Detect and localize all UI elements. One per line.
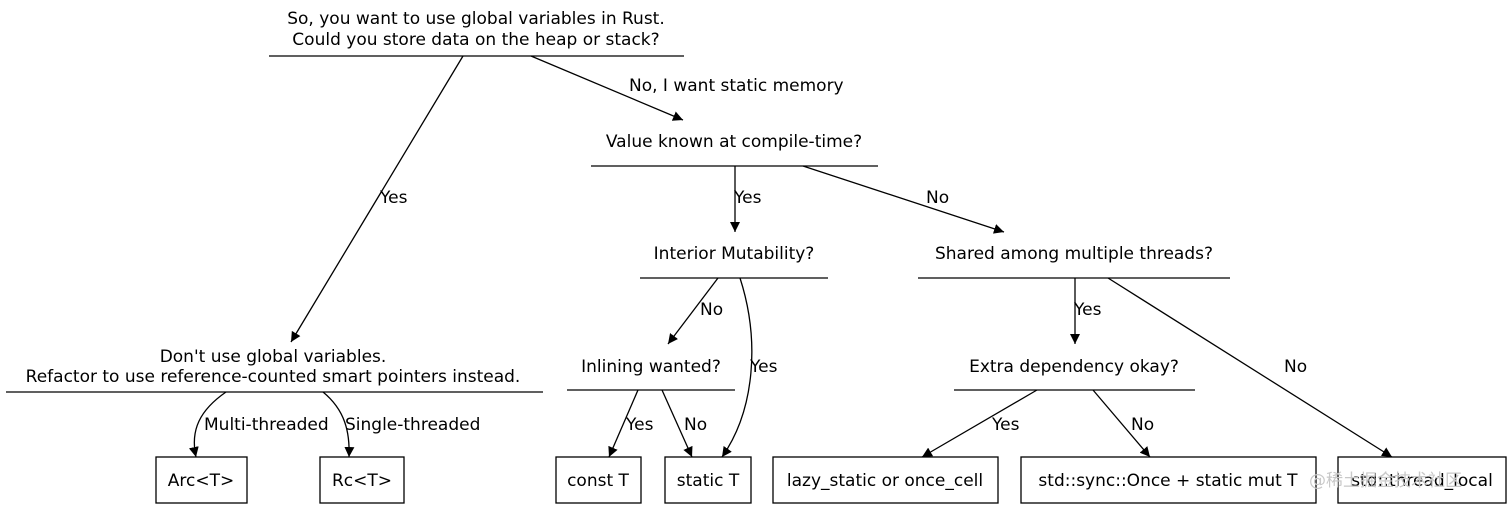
node-shared: Shared among multiple threads? [918,244,1230,279]
node-refactor-line2: Refactor to use reference-counted smart … [26,367,521,387]
edge-extra-to-once [1092,389,1151,458]
node-refactor: Don't use global variables. Refactor to … [6,347,543,393]
edge-label-inline-no: No [684,415,707,435]
edge-label-compile-yes: Yes [733,188,762,208]
leaf-rc: Rc<T> [319,456,405,504]
edge-label-inline-yes: Yes [625,415,654,435]
leaf-const-t-text: const T [567,471,629,491]
edge-label-interior-no: No [700,300,723,320]
edge-interior-to-static [721,277,753,458]
edge-root-to-compile-time [530,55,684,121]
leaf-lazy-box [772,456,999,504]
node-inlining-text: Inlining wanted? [581,357,721,377]
node-extra-dep-text: Extra dependency okay? [969,357,1179,377]
leaf-thread-local-box [1337,456,1507,504]
edge-label-shared-yes: Yes [1073,300,1102,320]
leaf-rc-box [319,456,405,504]
edge-labels: Yes No, I want static memory Yes No No Y… [204,76,1307,435]
leaf-static-t-text: static T [677,471,740,491]
edge-label-root-no: No, I want static memory [629,76,844,96]
leaf-rc-text: Rc<T> [332,471,392,491]
edge-extra-to-lazy [921,389,1038,458]
edge-refactor-to-arc [188,391,227,458]
edge-label-shared-no: No [1284,357,1307,377]
edge-label-dep-yes: Yes [991,415,1020,435]
node-compile-time-text: Value known at compile-time? [606,132,862,152]
node-inlining: Inlining wanted? [567,357,735,391]
leaf-arc-text: Arc<T> [168,471,234,491]
edge-root-to-refactor [290,55,464,343]
leaf-thread-local: std::thread_local [1337,456,1507,504]
node-compile-time: Value known at compile-time? [591,132,878,167]
leaf-arc-box [155,456,248,504]
edge-compile-to-shared [802,165,1005,234]
leaf-arc: Arc<T> [155,456,248,504]
edge-shared-to-thread-local [1107,277,1393,458]
leaf-const-t-box [555,456,642,504]
leaf-once-text: std::sync::Once + static mut T [1038,471,1298,491]
edge-label-compile-no: No [926,188,949,208]
node-root: So, you want to use global variables in … [269,9,684,57]
leaf-once-box [1020,456,1317,504]
leaf-static-t: static T [664,456,752,504]
node-extra-dep: Extra dependency okay? [954,357,1195,391]
leaf-thread-local-text: std::thread_local [1351,471,1493,491]
node-interior: Interior Mutability? [640,244,828,279]
edge-label-single-threaded: Single-threaded [345,415,480,435]
watermark: @稀土掘金技术社区 [1309,471,1462,491]
node-root-line1: So, you want to use global variables in … [287,9,665,29]
leaf-static-t-box [664,456,752,504]
edge-label-interior-yes: Yes [749,357,778,377]
edge-label-multi-threaded: Multi-threaded [204,415,329,435]
leaf-lazy-text: lazy_static or once_cell [787,471,983,491]
edge-inlining-to-static [661,389,693,458]
leaf-const-t: const T [555,456,642,504]
edge-label-root-yes: Yes [379,188,408,208]
edge-inlining-to-const [608,389,639,458]
edges [188,55,1393,458]
node-shared-text: Shared among multiple threads? [935,244,1213,264]
node-refactor-line1: Don't use global variables. [160,347,387,367]
node-root-line2: Could you store data on the heap or stac… [292,30,659,50]
edge-interior-to-inlining [667,277,719,345]
leaf-lazy: lazy_static or once_cell [772,456,999,504]
leaf-once: std::sync::Once + static mut T [1020,456,1317,504]
node-interior-text: Interior Mutability? [654,244,815,264]
edge-refactor-to-rc [322,391,355,458]
edge-label-dep-no: No [1131,415,1154,435]
